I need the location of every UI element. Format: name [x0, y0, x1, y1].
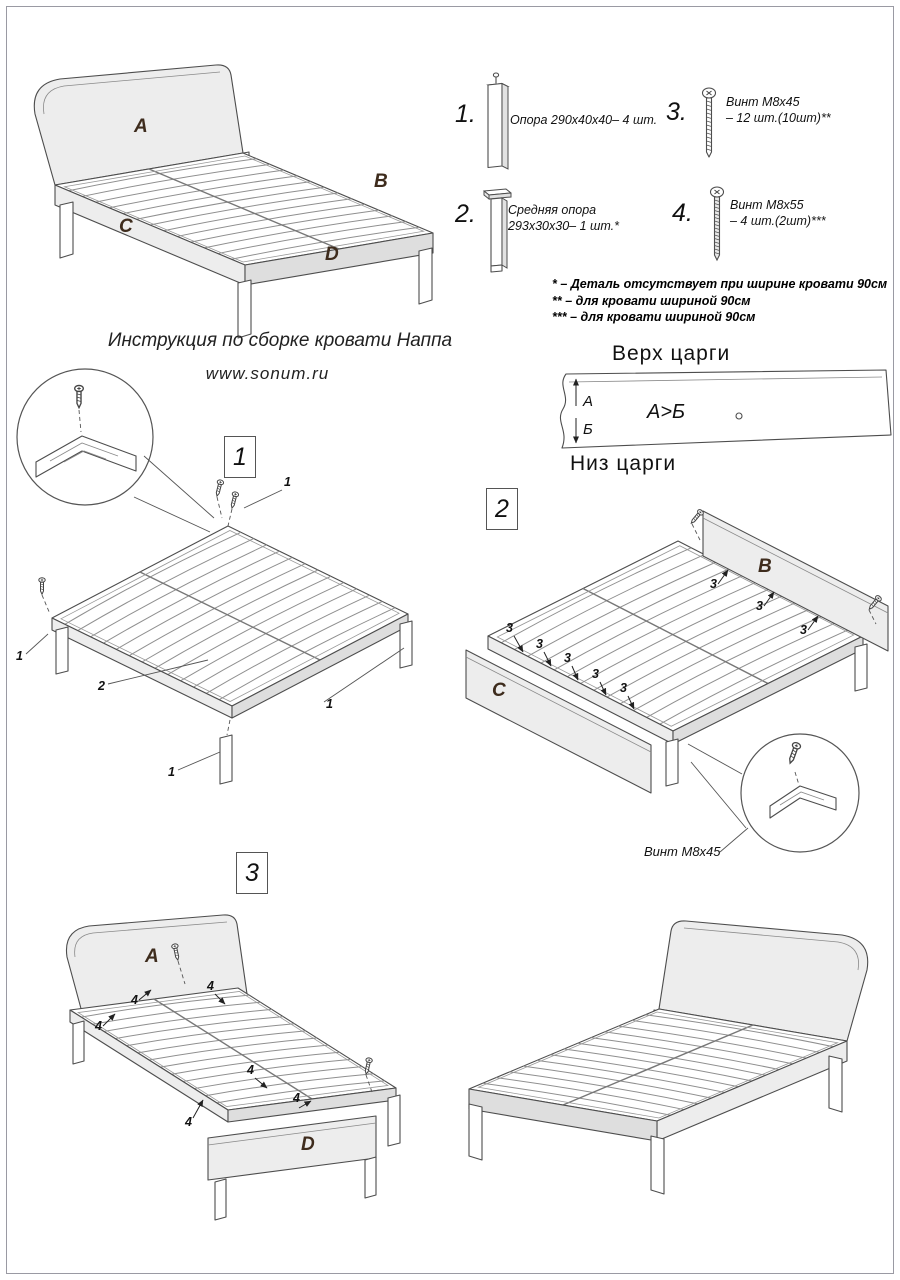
- part-item-4: 4. Винт М8х55 – 4 шт.(2шт)***: [672, 181, 897, 273]
- label-rail-c: C: [492, 680, 506, 701]
- bed-legs: [468, 1055, 843, 1195]
- part-marks: 4 4 4 4 4 4: [94, 979, 312, 1129]
- bed-legs: [665, 643, 868, 787]
- slat-platform: [469, 1009, 847, 1141]
- label-rail-c: C: [119, 216, 133, 237]
- svg-text:1: 1: [326, 697, 333, 711]
- label-rail-d: D: [301, 1134, 315, 1155]
- svg-text:1: 1: [168, 765, 175, 779]
- leg-icon: [486, 72, 510, 170]
- detached-leg: [219, 734, 233, 785]
- screw-icon: [701, 87, 717, 158]
- floating-screws: [38, 478, 240, 615]
- part-item-1: 1. Опора 290x40x40– 4 шт.: [450, 70, 665, 180]
- slat-platform: [70, 988, 396, 1122]
- svg-text:4: 4: [130, 993, 138, 1007]
- part-item-3: 3. Винт М8х45 – 12 шт.(10шт)**: [666, 84, 891, 176]
- part-label: Опора 290x40x40– 4 шт.: [510, 113, 658, 127]
- step-2-drawing: B C 3 3 3 3 3 3 3 3 Винт М8х45: [448, 496, 895, 859]
- slat-platform: [488, 541, 863, 744]
- part-marks: 3 3 3 3 3 3 3 3: [506, 569, 819, 710]
- step-2-number-box: 2: [486, 488, 518, 530]
- step-number: 3: [245, 858, 259, 887]
- svg-text:4: 4: [206, 979, 214, 993]
- svg-text:3: 3: [592, 667, 599, 681]
- part-label: Винт М8х45 – 12 шт.(10шт)**: [726, 95, 831, 126]
- corner-callout: [16, 368, 154, 506]
- svg-text:4: 4: [292, 1091, 300, 1105]
- dim-b-label: Б: [583, 421, 593, 438]
- step-number: 2: [495, 494, 509, 523]
- screw-icon: [709, 186, 725, 262]
- slat-platform: [55, 153, 433, 285]
- svg-text:4: 4: [94, 1019, 102, 1033]
- tsarga-top-label: Верх царги: [612, 342, 731, 365]
- dim-relation-label: А>Б: [646, 401, 685, 423]
- bed-legs: [72, 1020, 401, 1147]
- note-line-1: * – Деталь отсутствует при ширине кроват…: [552, 277, 888, 291]
- svg-text:3: 3: [536, 637, 543, 651]
- svg-text:4: 4: [184, 1115, 192, 1129]
- screw-callout-label: Винт М8х45: [644, 844, 721, 859]
- label-rail-b: B: [758, 556, 772, 577]
- instruction-title: Инструкция по сборке кровати Наппа: [107, 330, 453, 351]
- part-label: Средняя опора 293х30х30– 1 шт.*: [508, 203, 619, 234]
- tsarga-diagram: А Б А>Б: [559, 369, 892, 449]
- step-1-drawing: 1 1 1 1 2: [8, 368, 445, 785]
- svg-text:1: 1: [16, 649, 23, 663]
- svg-text:3: 3: [800, 623, 807, 637]
- slat-platform: [52, 526, 408, 718]
- part-number: 3.: [666, 98, 687, 126]
- part-item-2: 2. Средняя опора 293х30х30– 1 шт.*: [450, 178, 665, 278]
- step-number: 1: [233, 442, 247, 471]
- middle-leg-icon: [483, 188, 512, 273]
- part-label: Винт М8х55 – 4 шт.(2шт)***: [730, 198, 826, 229]
- label-headboard-a: A: [144, 946, 159, 967]
- website-url: www.sonum.ru: [205, 364, 330, 383]
- svg-text:2: 2: [97, 679, 105, 693]
- bed-legs: [59, 201, 433, 339]
- tsarga-bottom-label: Низ царги: [570, 452, 677, 475]
- svg-text:4: 4: [246, 1063, 254, 1077]
- bed-legs: [55, 620, 413, 785]
- svg-text:3: 3: [564, 651, 571, 665]
- step-3-drawing: A D 4 4: [35, 914, 450, 1221]
- svg-text:3: 3: [756, 599, 763, 613]
- svg-text:3: 3: [506, 621, 513, 635]
- dim-a-label: А: [582, 393, 593, 410]
- headboard: [658, 920, 869, 1042]
- rail-hole: [735, 412, 743, 420]
- label-rail-b: B: [374, 171, 388, 192]
- main-bed-drawing: A B C D: [22, 64, 442, 339]
- svg-text:1: 1: [284, 475, 291, 489]
- svg-text:3: 3: [620, 681, 627, 695]
- step-1-number-box: 1: [224, 436, 256, 478]
- part-number: 2.: [455, 200, 476, 228]
- final-bed-drawing: [452, 920, 895, 1195]
- label-headboard-a: A: [133, 116, 148, 137]
- assembly-notes: * – Деталь отсутствует при ширине кроват…: [552, 276, 892, 326]
- svg-text:3: 3: [710, 577, 717, 591]
- step-3-number-box: 3: [236, 852, 268, 894]
- headboard: [33, 64, 244, 186]
- part-marks: 1 1 1 1 2: [16, 475, 405, 779]
- side-rail-b: [702, 510, 889, 652]
- note-line-3: *** – для кровати шириной 90см: [552, 310, 756, 324]
- note-line-2: ** – для кровати шириной 90см: [552, 293, 751, 308]
- floating-screws: [688, 508, 883, 625]
- part-number: 4.: [672, 199, 693, 227]
- headboard: [65, 914, 248, 1017]
- page-border: [6, 6, 894, 1274]
- part-number: 1.: [455, 100, 476, 128]
- foot-rail-d: [207, 1115, 377, 1221]
- floating-screws: [170, 942, 374, 1093]
- side-rail-c: [465, 649, 652, 794]
- corner-callout: [687, 733, 860, 853]
- label-rail-d: D: [325, 244, 339, 265]
